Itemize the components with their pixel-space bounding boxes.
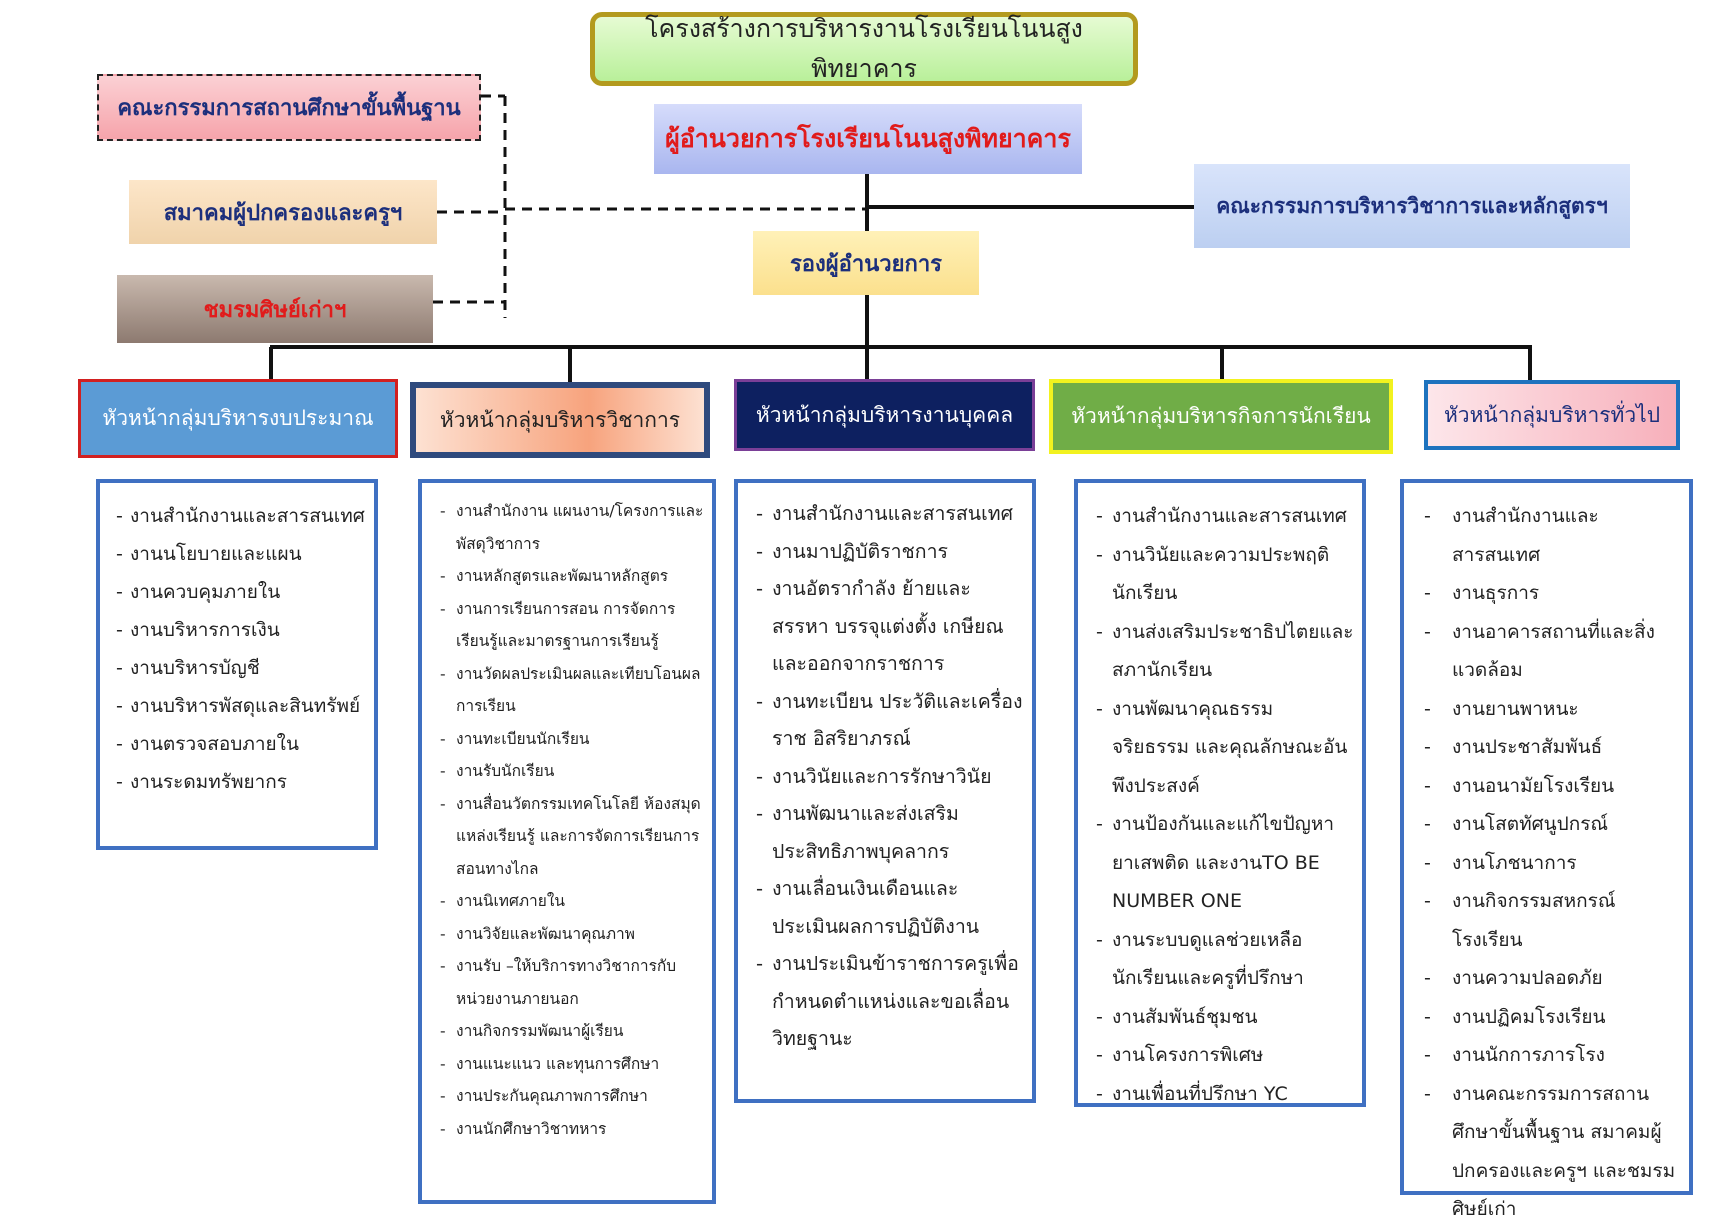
list-item: งานแนะแนว และทุนการศึกษา	[440, 1048, 704, 1081]
list-item: งานกิจกรรมสหกรณ์โรงเรียน	[1424, 882, 1681, 959]
student-affairs-group-head: หัวหน้ากลุ่มบริหารกิจการนักเรียน	[1049, 379, 1393, 454]
list-item: งานประกันคุณภาพการศึกษา	[440, 1080, 704, 1113]
list-item: งานมาปฏิบัติราชการ	[756, 533, 1024, 571]
academic-group-head: หัวหน้ากลุ่มบริหารวิชาการ	[410, 382, 710, 458]
list-item: งานเลื่อนเงินเดือนและประเมินผลการปฏิบัติ…	[756, 870, 1024, 945]
list-item: งานวัดผลประเมินผลและเทียบโอนผลการเรียน	[440, 658, 704, 723]
list-item: งานปฏิคมโรงเรียน	[1424, 998, 1681, 1037]
list-item: งานป้องกันและแก้ไขปัญหายาเสพติด และงานTO…	[1096, 805, 1354, 921]
list-item: งานทะเบียน ประวัติและเครื่องราช อิสริยาภ…	[756, 683, 1024, 758]
list-item: งานสื่อนวัตกรรมเทคโนโลยี ห้องสมุด แหล่งเ…	[440, 788, 704, 886]
list-item: งานอนามัยโรงเรียน	[1424, 767, 1681, 806]
list-item: งานนโยบายและแผน	[116, 535, 366, 573]
deputy-director-box: รองผู้อำนวยการ	[753, 231, 979, 295]
list-item: งานนักการภารโรง	[1424, 1036, 1681, 1075]
list-item: งานวิจัยและพัฒนาคุณภาพ	[440, 918, 704, 951]
list-item: งานสำนักงานและสารสนเทศ	[1096, 497, 1354, 536]
list-item: งานควบคุมภายใน	[116, 573, 366, 611]
general-admin-task-list: งานสำนักงานและสารสนเทศ งานธุรการ งานอาคา…	[1400, 479, 1693, 1220]
alumni-club-box: ชมรมศิษย์เก่าฯ	[117, 275, 433, 343]
list-item: งานตรวจสอบภายใน	[116, 725, 366, 763]
school-board-box: คณะกรรมการสถานศึกษาขั้นพื้นฐาน	[97, 74, 481, 141]
list-item: งานอาคารสถานที่และสิ่งแวดล้อม	[1424, 613, 1681, 690]
list-item: งานความปลอดภัย	[1424, 959, 1681, 998]
list-item: งานระบบดูแลช่วยเหลือนักเรียนและครูที่ปรึ…	[1096, 921, 1354, 998]
student-affairs-task-list: งานสำนักงานและสารสนเทศ งานวินัยและความปร…	[1074, 479, 1366, 1113]
personnel-task-list: งานสำนักงานและสารสนเทศ งานมาปฏิบัติราชกา…	[734, 479, 1036, 1103]
list-item: งานรับ –ให้บริการทางวิชาการกับหน่วยงานภา…	[440, 950, 704, 1015]
list-item: งานยานพาหนะ	[1424, 690, 1681, 729]
list-item: งานสัมพันธ์ชุมชน	[1096, 998, 1354, 1037]
list-item: งานประชาสัมพันธ์	[1424, 728, 1681, 767]
list-item: งานวินัยและความประพฤตินักเรียน	[1096, 536, 1354, 613]
list-item: งานบริหารการเงิน	[116, 611, 366, 649]
list-item: งานนิเทศภายใน	[440, 885, 704, 918]
list-item: งานโครงการพิเศษ	[1096, 1036, 1354, 1075]
parents-association-box: สมาคมผู้ปกครองและครูฯ	[129, 180, 437, 244]
personnel-group-head: หัวหน้ากลุ่มบริหารงานบุคคล	[734, 379, 1035, 451]
list-item: งานทะเบียนนักเรียน	[440, 723, 704, 756]
list-item: งานอัตรากำลัง ย้ายและสรรหา บรรจุแต่งตั้ง…	[756, 570, 1024, 683]
list-item: งานนักศึกษาวิชาทหาร	[440, 1113, 704, 1146]
budget-group-head: หัวหน้ากลุ่มบริหารงบประมาณ	[78, 379, 398, 458]
list-item: งานบริหารพัสดุและสินทรัพย์	[116, 687, 366, 725]
budget-task-list: งานสำนักงานและสารสนเทศ งานนโยบายและแผน ง…	[96, 479, 378, 850]
list-item: งานการเรียนการสอน การจัดการเรียนรู้และมา…	[440, 593, 704, 658]
list-item: งานสำนักงานและสารสนเทศ	[116, 497, 366, 535]
list-item: งานสำนักงาน แผนงาน/โครงการและพัสดุวิชากา…	[440, 495, 704, 560]
list-item: งานกิจกรรมพัฒนาผู้เรียน	[440, 1015, 704, 1048]
list-item: งานรับนักเรียน	[440, 755, 704, 788]
list-item: งานประเมินข้าราชการครูเพื่อกำหนดตำแหน่งแ…	[756, 945, 1024, 1058]
list-item: งานโสตทัศนูปกรณ์	[1424, 805, 1681, 844]
academic-committee-box: คณะกรรมการบริหารวิชาการและหลักสูตรฯ	[1194, 164, 1630, 248]
director-box: ผู้อำนวยการโรงเรียนโนนสูงพิทยาคาร	[654, 104, 1082, 174]
list-item: งานหลักสูตรและพัฒนาหลักสูตร	[440, 560, 704, 593]
list-item: งานธุรการ	[1424, 574, 1681, 613]
list-item: งานสำนักงานและสารสนเทศ	[1424, 497, 1681, 574]
chart-title: โครงสร้างการบริหารงานโรงเรียนโนนสูงพิทยา…	[590, 12, 1138, 86]
list-item: งานสำนักงานและสารสนเทศ	[756, 495, 1024, 533]
general-admin-group-head: หัวหน้ากลุ่มบริหารทั่วไป	[1424, 380, 1680, 450]
list-item: งานเพื่อนที่ปรึกษา YC	[1096, 1075, 1354, 1114]
list-item: งานโภชนาการ	[1424, 844, 1681, 883]
list-item: งานพัฒนาและส่งเสริมประสิทธิภาพบุคลากร	[756, 795, 1024, 870]
list-item: งานคณะกรรมการสถานศึกษาขั้นพื้นฐาน สมาคมผ…	[1424, 1075, 1681, 1229]
list-item: งานระดมทรัพยากร	[116, 763, 366, 801]
list-item: งานวินัยและการรักษาวินัย	[756, 758, 1024, 796]
list-item: งานส่งเสริมประชาธิปไตยและสภานักเรียน	[1096, 613, 1354, 690]
list-item: งานบริหารบัญชี	[116, 649, 366, 687]
list-item: งานพัฒนาคุณธรรม จริยธรรม และคุณลักษณะอัน…	[1096, 690, 1354, 806]
academic-task-list: งานสำนักงาน แผนงาน/โครงการและพัสดุวิชากา…	[418, 479, 716, 1204]
